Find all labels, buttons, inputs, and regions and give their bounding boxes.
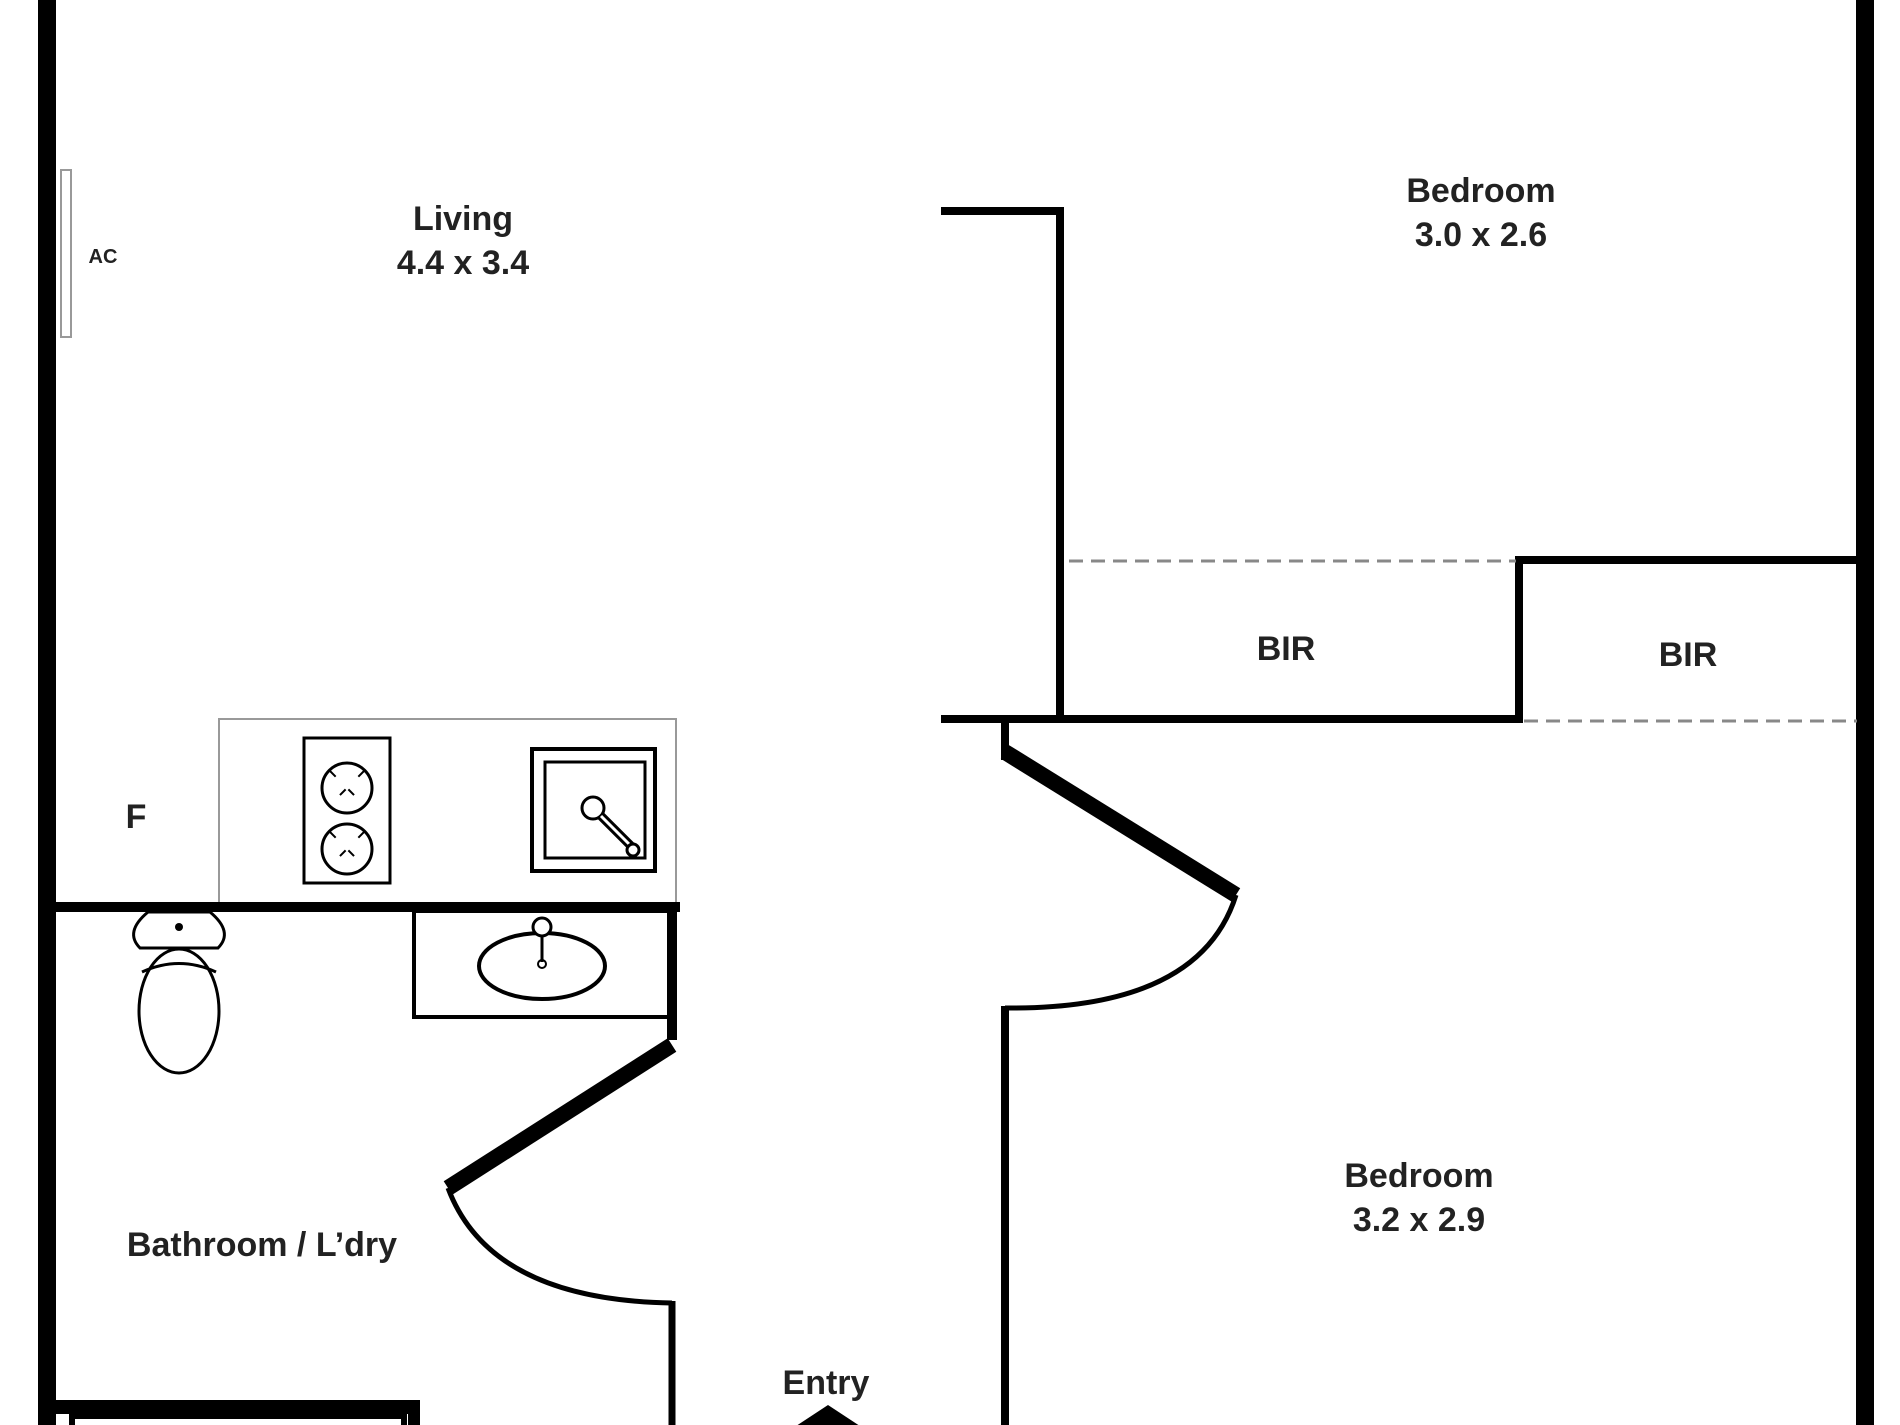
cooktop-icon — [302, 736, 392, 885]
living-room-size: 4.4 x 3.4 — [397, 244, 529, 282]
bedroom1-size: 3.0 x 2.6 — [1415, 216, 1547, 254]
outer-wall-left — [38, 0, 56, 1425]
bathroom-label: Bathroom / L’dry — [127, 1226, 397, 1264]
bathroom-door-swing — [445, 1187, 673, 1306]
bir2-wall — [1515, 556, 1857, 719]
entry-arrow-icon — [797, 1405, 859, 1425]
bir1-label: BIR — [1257, 630, 1316, 668]
kitchen-sink-icon — [530, 747, 657, 873]
basin-icon — [477, 916, 607, 1001]
bir2-label: BIR — [1659, 636, 1718, 674]
ac-unit — [60, 169, 72, 338]
bedroom2-door[interactable] — [1000, 745, 1241, 902]
bedroom1-wall — [941, 207, 1064, 719]
ac-label: AC — [89, 246, 118, 268]
toilet-icon — [132, 910, 226, 1075]
bathtub-icon — [56, 1400, 420, 1425]
bedroom2-label: Bedroom — [1344, 1157, 1493, 1195]
kitchen-counter — [218, 718, 677, 905]
entry-label: Entry — [783, 1364, 870, 1402]
bedroom2-size: 3.2 x 2.9 — [1353, 1201, 1485, 1239]
outer-wall-right — [1856, 0, 1874, 1425]
fridge-label: F — [126, 798, 147, 836]
bedroom1-label: Bedroom — [1406, 172, 1555, 210]
living-room-label: Living — [413, 200, 513, 238]
bathroom-door[interactable] — [443, 1038, 677, 1195]
bedroom2-door-swing — [1004, 894, 1239, 1011]
